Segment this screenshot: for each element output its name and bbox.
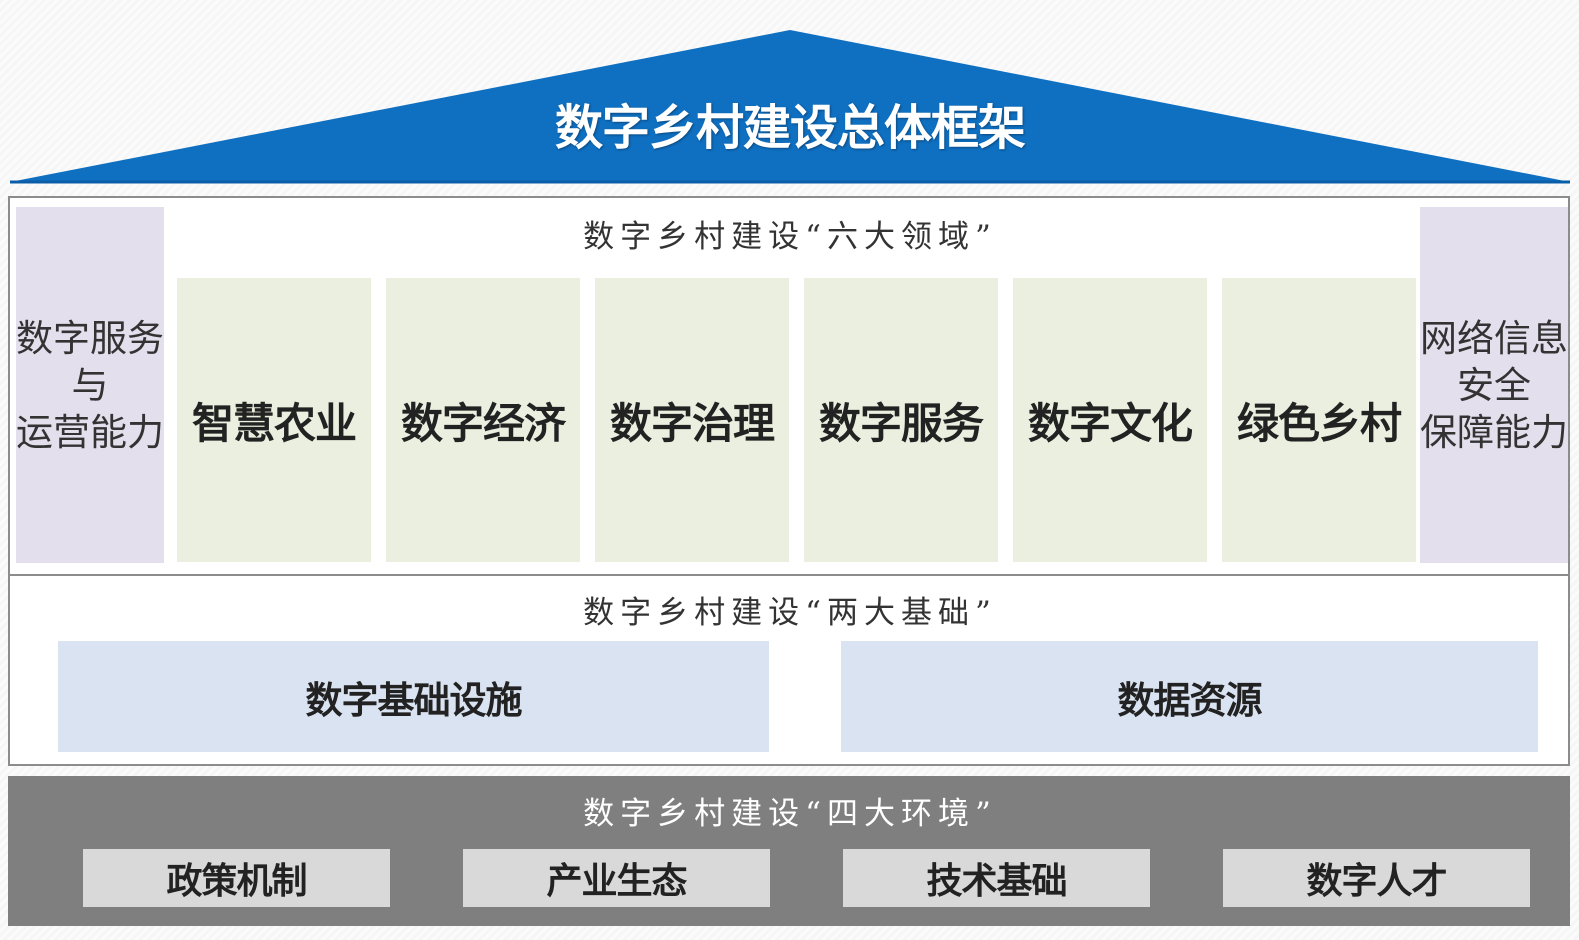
- left-pillar-line: 与: [71, 364, 109, 406]
- domain-digital-services: 数字服务: [804, 278, 998, 562]
- foundation-data-resources: 数据资源: [841, 641, 1538, 752]
- right-pillar-line: 保障能力: [1420, 411, 1568, 453]
- environment-technology-foundation: 技术基础: [843, 849, 1150, 907]
- four-environments-label: 数字乡村建设“四大环境”: [583, 795, 997, 832]
- roof-triangle: [10, 30, 1570, 184]
- environment-policy-mechanism: 政策机制: [83, 849, 390, 907]
- environment-digital-talent: 数字人才: [1223, 849, 1530, 907]
- environment-industry-ecosystem: 产业生态: [463, 849, 770, 907]
- domain-digital-culture: 数字文化: [1013, 278, 1207, 562]
- right-pillar-line: 网络信息: [1420, 317, 1568, 359]
- domain-green-village: 绿色乡村: [1222, 278, 1416, 562]
- roof-shape: [10, 30, 1570, 182]
- domain-digital-economy: 数字经济: [386, 278, 580, 562]
- six-domains-label: 数字乡村建设“六大领域”: [583, 218, 997, 255]
- foundation-digital-infrastructure: 数字基础设施: [58, 641, 769, 752]
- framework-title: 数字乡村建设总体框架: [554, 100, 1026, 156]
- domain-smart-agriculture: 智慧农业: [177, 278, 371, 562]
- left-pillar-service-operations: 数字服务 与 运营能力: [16, 207, 164, 563]
- right-pillar-line: 安全: [1457, 364, 1531, 406]
- two-foundations-label: 数字乡村建设“两大基础”: [583, 594, 997, 631]
- left-pillar-line: 数字服务: [16, 317, 164, 359]
- domain-digital-governance: 数字治理: [595, 278, 789, 562]
- left-pillar-line: 运营能力: [16, 411, 164, 453]
- right-pillar-network-security: 网络信息 安全 保障能力: [1420, 207, 1568, 563]
